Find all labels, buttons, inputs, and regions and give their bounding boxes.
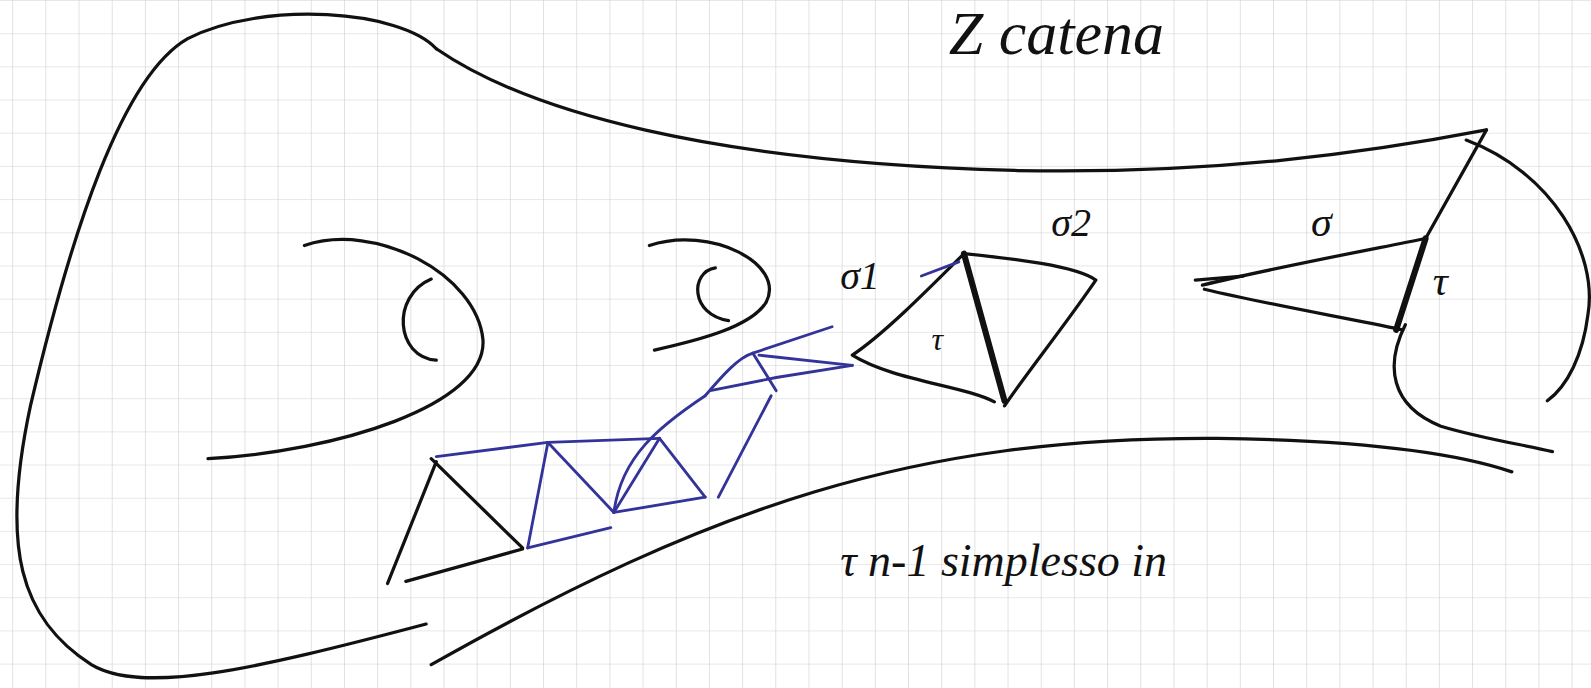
title-note: Z catena <box>949 2 1164 64</box>
blue-chain <box>436 262 959 548</box>
surface-outline <box>17 14 1590 678</box>
face-label: τ <box>931 323 942 355</box>
simplex-label: σ <box>1311 201 1332 243</box>
face-label: τ <box>1433 260 1448 302</box>
simplex-label: σ2 <box>1051 203 1091 243</box>
simplex-label: σ1 <box>840 256 880 296</box>
note-text: τ n-1 simplesso in <box>840 538 1167 584</box>
